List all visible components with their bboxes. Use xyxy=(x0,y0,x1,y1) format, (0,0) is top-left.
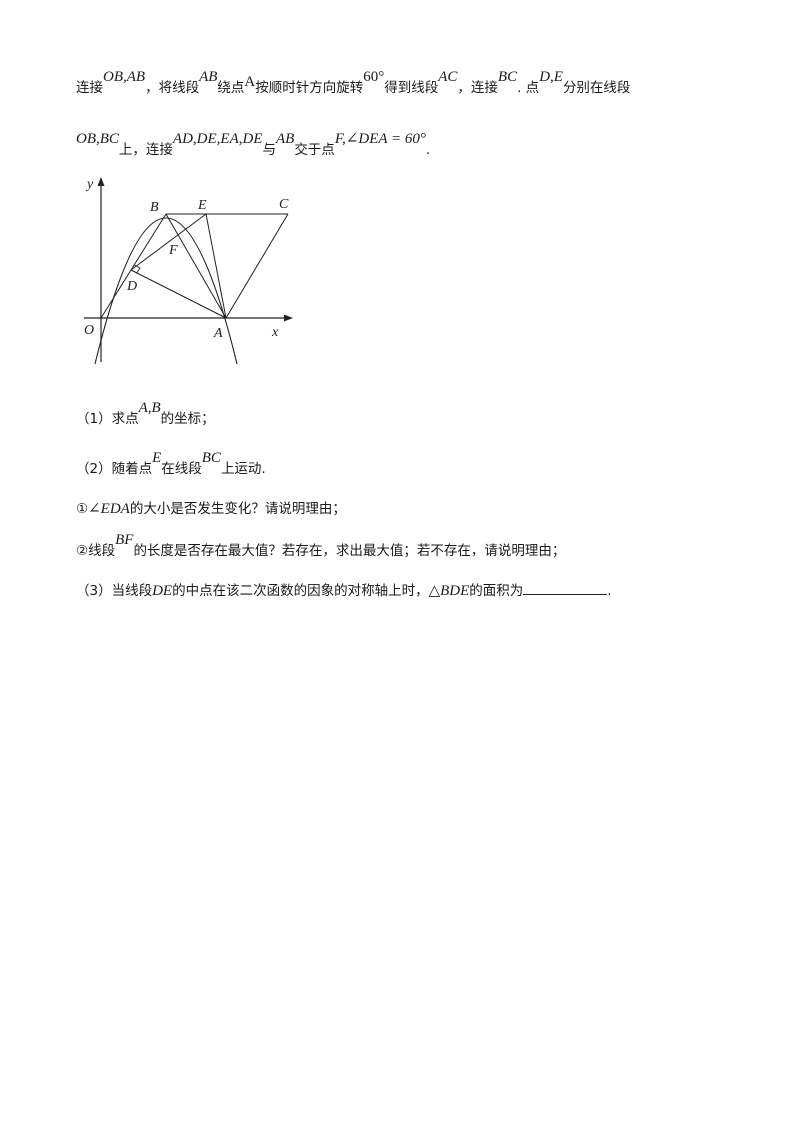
q3-mid: 的中点在该二次函数的因象的对称轴上时， xyxy=(172,583,429,599)
q1-suffix: 的坐标； xyxy=(160,411,215,427)
q2-mid: 在线段 xyxy=(161,461,202,477)
label-c: C xyxy=(279,197,289,212)
question-1: （1）求点A,B的坐标； xyxy=(76,400,215,428)
parabola-curve xyxy=(94,217,238,365)
math-bc-2: BC xyxy=(201,450,221,466)
math-bf: BF xyxy=(115,532,134,548)
q2-1-prefix: ① xyxy=(76,501,89,517)
math-de: DE xyxy=(152,583,173,599)
q2-prefix: （2）随着点 xyxy=(76,461,153,477)
math-ab-2: AB xyxy=(275,131,295,147)
text-jiang-xianduan: ，将线段 xyxy=(145,80,200,96)
segment-ac xyxy=(225,213,289,319)
math-a-point: A xyxy=(244,74,256,90)
q3-end: . xyxy=(607,583,612,599)
math-ab: AB xyxy=(199,69,218,85)
text-rao-dian: 绕点 xyxy=(217,80,245,96)
answer-blank[interactable] xyxy=(523,594,608,595)
segment-ab xyxy=(165,213,227,319)
text-dian: . 点 xyxy=(517,80,540,96)
label-y: y xyxy=(85,177,94,192)
question-2-part-2: ②线段BF的长度是否存在最大值？若存在，求出最大值；若不存在，请说明理由； xyxy=(76,532,566,560)
label-a: A xyxy=(213,326,223,341)
q2-suffix: 上运动. xyxy=(220,461,266,477)
math-ob-bc: OB,BC xyxy=(76,131,119,147)
math-bc: BC xyxy=(497,69,518,85)
y-axis-arrow xyxy=(97,177,105,186)
label-b: B xyxy=(150,200,159,215)
question-3: （3）当线段DE的中点在该二次函数的因象的对称轴上时，△BDE的面积为. xyxy=(76,579,612,600)
math-angle-60: 60° xyxy=(363,69,385,85)
math-segments: AD,DE,EA,DE xyxy=(172,131,263,147)
q2-1-suffix: 的大小是否发生变化？请说明理由； xyxy=(129,501,346,517)
question-2-part-1: ①∠EDA的大小是否发生变化？请说明理由； xyxy=(76,497,346,518)
q3-suffix: 的面积为 xyxy=(469,583,524,599)
math-d-e: D,E xyxy=(539,69,563,85)
problem-line-2: OB,BC上，连接AD,DE,EA,DE与AB交于点F,∠DEA = 60°. xyxy=(76,131,431,159)
math-triangle-bde: △BDE xyxy=(428,583,470,599)
segment-de xyxy=(130,213,207,271)
q2-2-suffix: 的长度是否存在最大值？若存在，求出最大值；若不存在，请说明理由； xyxy=(133,543,566,559)
text-fen-bie: 分别在线段 xyxy=(562,80,631,96)
math-condition: F,∠DEA = 60° xyxy=(334,131,426,147)
text-yu: 与 xyxy=(262,142,276,158)
label-e: E xyxy=(197,198,207,213)
label-x: x xyxy=(271,325,279,340)
right-angle-mark xyxy=(134,264,141,274)
x-axis-arrow xyxy=(284,314,293,322)
q1-prefix: （1）求点 xyxy=(76,411,139,427)
text-jiao-yu: 交于点 xyxy=(294,142,335,158)
text-lianjie-2: ，连接 xyxy=(457,80,498,96)
math-ac: AC xyxy=(438,69,458,85)
q3-prefix: （3）当线段 xyxy=(76,583,153,599)
math-angle-eda: ∠EDA xyxy=(88,501,130,517)
segment-ob xyxy=(100,213,167,319)
text-de-dao: 得到线段 xyxy=(384,80,439,96)
question-2: （2）随着点E在线段BC上运动. xyxy=(76,450,266,478)
q2-2-prefix: ②线段 xyxy=(76,543,116,559)
segment-ad xyxy=(130,269,227,319)
math-a-b: A,B xyxy=(138,400,161,416)
text-rotate: 按顺时针方向旋转 xyxy=(255,80,364,96)
label-o: O xyxy=(84,323,94,338)
problem-line-1: 连接OB,AB，将线段AB绕点A按顺时针方向旋转60°得到线段AC，连接BC. … xyxy=(76,69,631,97)
text-lianjie: 连接 xyxy=(76,80,103,96)
math-ob-ab: OB,AB xyxy=(103,69,146,85)
segment-ea xyxy=(205,213,227,319)
text-period: . xyxy=(425,142,431,158)
math-e: E xyxy=(152,450,162,466)
label-d: D xyxy=(126,279,137,294)
label-f: F xyxy=(168,243,178,258)
geometry-figure: y x O A B C E F D xyxy=(84,177,293,365)
text-shang-lianjie: 上，连接 xyxy=(118,142,173,158)
